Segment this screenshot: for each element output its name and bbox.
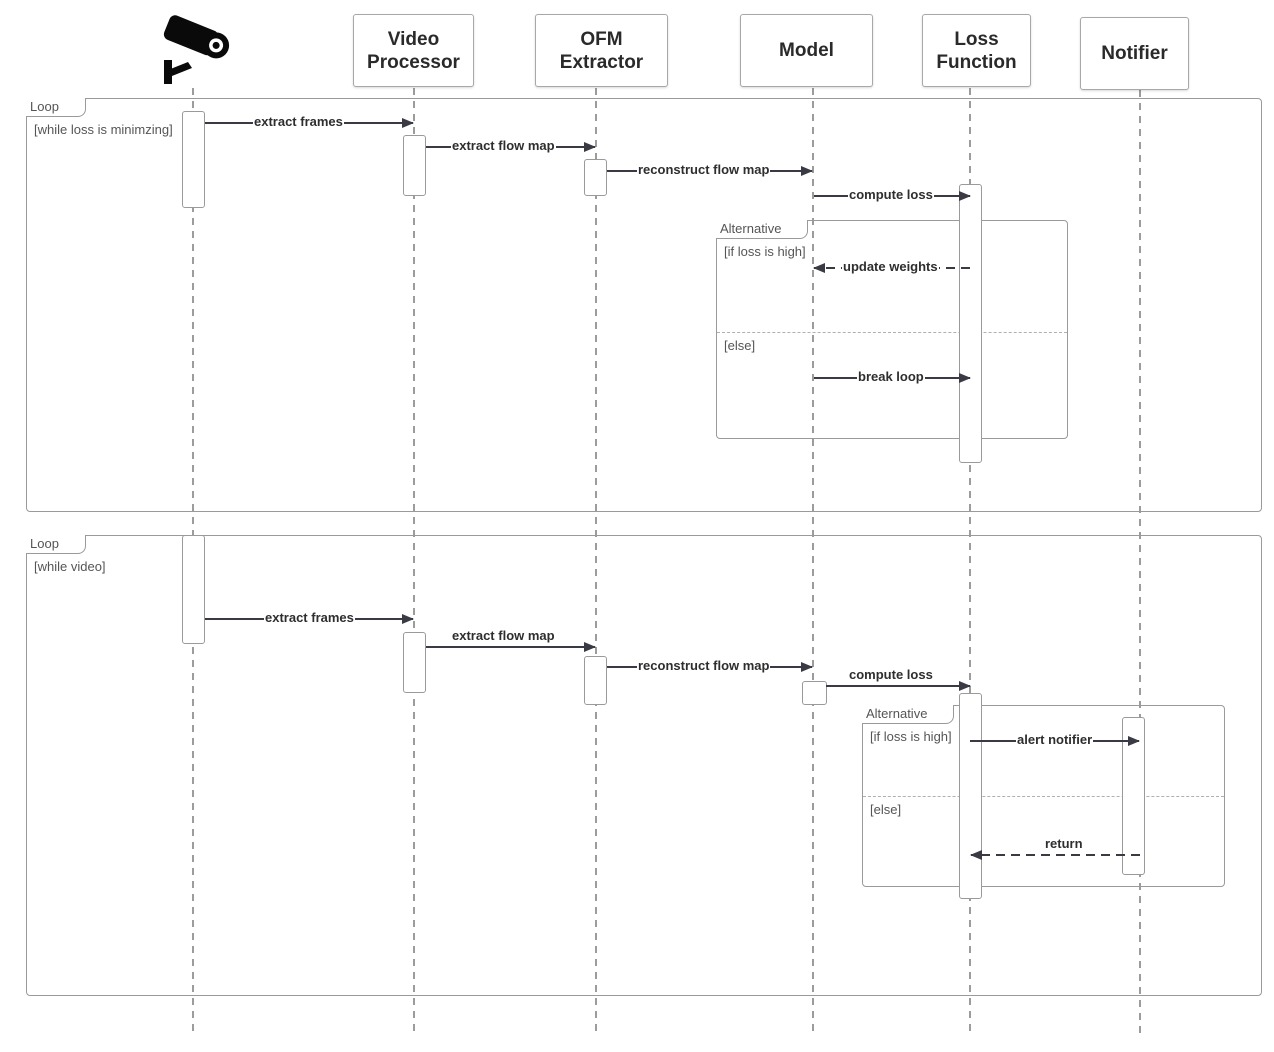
activation-ofm-extractor <box>584 656 607 705</box>
activation-camera <box>182 111 205 208</box>
loop-frame-training: Loop [while loss is minimzing] <box>26 98 1262 512</box>
message-label: extract frames <box>264 610 355 625</box>
loop-guard: [while loss is minimzing] <box>34 122 173 137</box>
alt-guard-if: [if loss is high] <box>870 729 952 744</box>
activation-model <box>802 681 827 705</box>
participant-label: Notifier <box>1101 43 1168 64</box>
message-label: extract flow map <box>451 138 556 153</box>
participant-ofm-extractor: OFM Extractor <box>535 14 668 87</box>
alt-divider <box>717 332 1067 333</box>
message-label: update weights <box>842 259 939 274</box>
loop-frame-inference: Loop [while video] <box>26 535 1262 996</box>
message-label: break loop <box>857 369 925 384</box>
message-label: reconstruct flow map <box>637 658 771 673</box>
camera-participant <box>158 14 230 90</box>
participant-label: Loss Function <box>936 28 1017 73</box>
message-label: alert notifier <box>1016 732 1094 747</box>
alt-guard-else: [else] <box>724 338 756 353</box>
security-camera-icon <box>163 15 230 84</box>
loop-guard: [while video] <box>34 559 106 574</box>
message-label: compute loss <box>848 667 934 682</box>
activation-video-processor <box>403 135 426 196</box>
alt-guard-if: [if loss is high] <box>724 244 806 259</box>
alt-label: Alternative <box>716 220 809 239</box>
activation-ofm-extractor <box>584 159 607 196</box>
participant-label: Video Processor <box>367 28 460 73</box>
activation-video-processor <box>403 632 426 693</box>
alt-label: Alternative <box>862 705 955 724</box>
alt-guard-else: [else] <box>870 802 902 817</box>
activation-camera <box>182 535 205 644</box>
participant-video-processor: Video Processor <box>353 14 474 87</box>
participant-label: OFM Extractor <box>559 28 644 73</box>
loop-label: Loop <box>26 98 86 117</box>
participant-loss-function: Loss Function <box>922 14 1031 87</box>
activation-loss-function <box>959 184 982 463</box>
message-label: return <box>1044 836 1084 851</box>
alt-frame-training: Alternative [if loss is high] [else] <box>716 220 1068 439</box>
participant-notifier: Notifier <box>1080 17 1189 90</box>
message-label: reconstruct flow map <box>637 162 771 177</box>
alt-frame-inference: Alternative [if loss is high] [else] <box>862 705 1225 887</box>
alt-divider <box>863 796 1224 797</box>
activation-notifier <box>1122 717 1145 875</box>
message-label: compute loss <box>848 187 934 202</box>
activation-loss-function <box>959 693 982 899</box>
loop-label: Loop <box>26 535 86 554</box>
message-label: extract flow map <box>451 628 556 643</box>
participant-model: Model <box>740 14 873 87</box>
message-label: extract frames <box>253 114 344 129</box>
participant-label: Model <box>779 40 834 61</box>
